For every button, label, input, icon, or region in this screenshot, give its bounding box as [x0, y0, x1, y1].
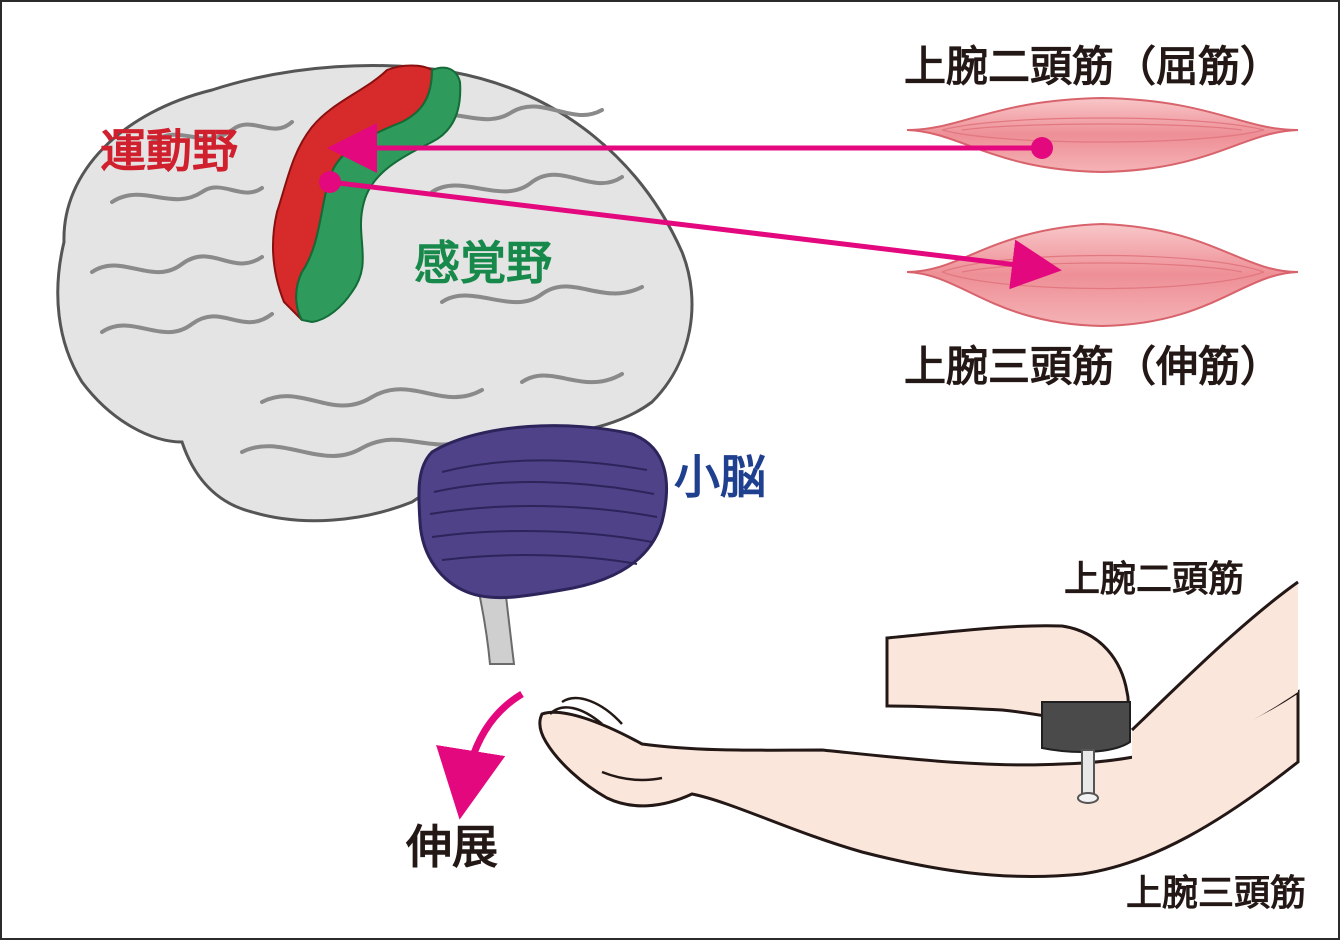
biceps-arm-label: 上腕二頭筋 [1064, 559, 1245, 600]
afferent-arrow-origin [1031, 137, 1053, 159]
biceps-muscle-illustration [906, 96, 1299, 174]
biceps-flexor-label: 上腕二頭筋（屈筋） [904, 42, 1283, 91]
palm-fingers [549, 696, 663, 782]
cerebellum-region [417, 424, 669, 600]
triceps-arm-label: 上腕三頭筋 [1126, 873, 1307, 914]
sensory-cortex-label: 感覚野 [414, 236, 552, 290]
triceps-muscle-illustration [906, 222, 1299, 328]
efferent-arrow-origin [319, 171, 341, 193]
signal-arrows [319, 123, 1062, 820]
arm-illustration [538, 580, 1300, 879]
upper-arm [1132, 582, 1298, 762]
extension-arrow [436, 690, 524, 820]
triceps-extensor-label: 上腕三頭筋（伸筋） [904, 342, 1283, 391]
efferent-arrow [329, 179, 1062, 290]
cerebellum-folia [429, 459, 658, 565]
reflex-hammer-icon [1041, 701, 1131, 804]
cerebellum-label: 小脳 [674, 450, 766, 504]
gyri-lines [90, 104, 644, 458]
brain-illustration [56, 64, 694, 665]
forearm [538, 689, 1300, 879]
motor-cortex-label: 運動野 [100, 124, 238, 178]
extension-label: 伸展 [406, 820, 498, 874]
